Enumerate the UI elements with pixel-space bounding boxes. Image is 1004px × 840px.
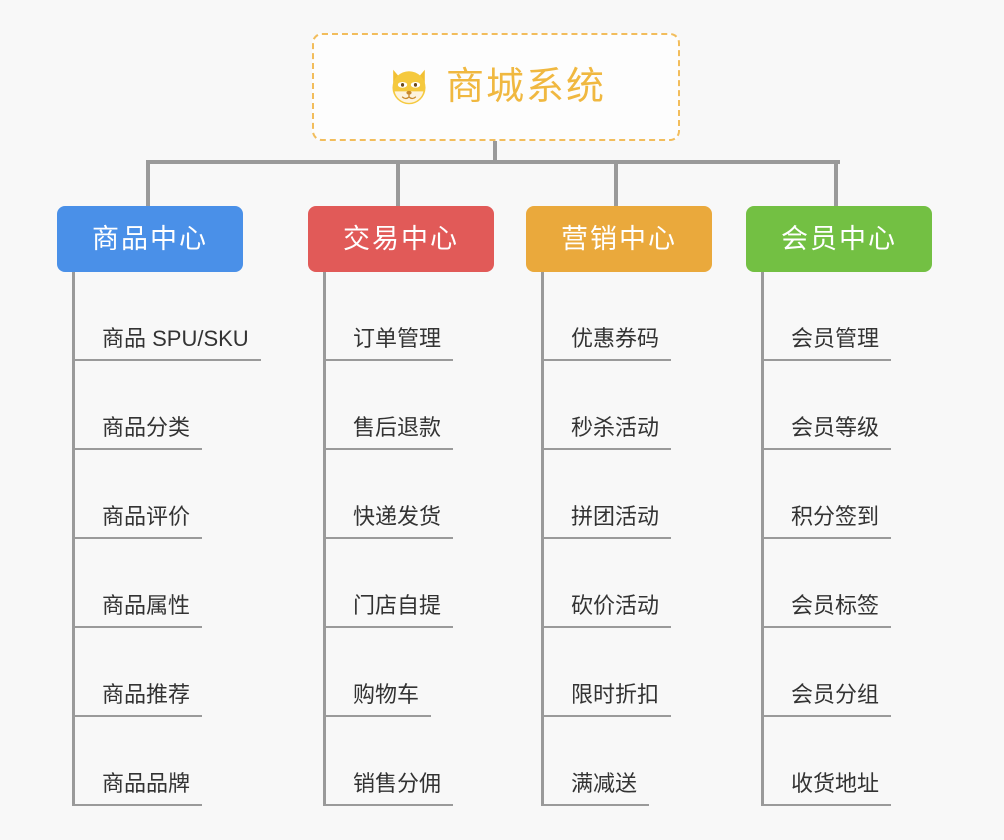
leaf-item[interactable]: 订单管理 [323, 272, 453, 361]
leaf-column-2: 订单管理售后退款快递发货门店自提购物车销售分佣 [323, 272, 453, 806]
leaf-item-underline [541, 537, 671, 539]
leaf-item-underline [541, 715, 671, 717]
leaf-item-underline [323, 448, 453, 450]
leaf-item-label: 优惠券码 [571, 326, 660, 351]
leaf-item-label: 商品属性 [102, 593, 191, 618]
leaf-item[interactable]: 秒杀活动 [541, 361, 671, 450]
leaf-item[interactable]: 优惠券码 [541, 272, 671, 361]
leaf-item-label: 秒杀活动 [571, 415, 660, 440]
branch-node-3[interactable]: 营销中心 [526, 206, 712, 272]
leaf-item-underline [761, 359, 891, 361]
leaf-item[interactable]: 收货地址 [761, 717, 891, 806]
leaf-item-label: 销售分佣 [353, 771, 442, 796]
connector-root-stem [493, 141, 497, 163]
leaf-item-underline [323, 715, 431, 717]
leaf-item[interactable]: 限时折扣 [541, 628, 671, 717]
leaf-item-underline [541, 359, 671, 361]
leaf-column-spine [761, 272, 764, 806]
leaf-item[interactable]: 会员标签 [761, 539, 891, 628]
connector-drop-4 [834, 160, 838, 208]
leaf-item[interactable]: 拼团活动 [541, 450, 671, 539]
leaf-item-label: 售后退款 [353, 415, 442, 440]
leaf-item-label: 满减送 [571, 771, 638, 796]
leaf-item[interactable]: 购物车 [323, 628, 445, 717]
leaf-item[interactable]: 商品品牌 [72, 717, 253, 806]
leaf-column-spine [323, 272, 326, 806]
branch-label: 会员中心 [781, 223, 897, 254]
leaf-item-underline [541, 626, 671, 628]
leaf-item-underline [761, 715, 891, 717]
leaf-item-label: 会员分组 [791, 682, 880, 707]
leaf-item-underline [323, 626, 453, 628]
connector-drop-3 [614, 160, 618, 208]
leaf-item-label: 会员标签 [791, 593, 880, 618]
leaf-item[interactable]: 商品分类 [72, 361, 253, 450]
leaf-item-underline [323, 537, 453, 539]
leaf-item-underline [761, 448, 891, 450]
leaf-item-underline [72, 804, 202, 806]
root-node-shop-system[interactable]: 商城系统 [312, 33, 680, 141]
leaf-item-underline [72, 537, 202, 539]
branch-label: 营销中心 [561, 223, 677, 254]
leaf-item-label: 拼团活动 [571, 504, 660, 529]
leaf-item[interactable]: 商品推荐 [72, 628, 253, 717]
leaf-item-underline [541, 804, 649, 806]
leaf-item-underline [323, 359, 453, 361]
leaf-item[interactable]: 门店自提 [323, 539, 453, 628]
leaf-item-label: 快递发货 [353, 504, 442, 529]
leaf-item[interactable]: 会员等级 [761, 361, 891, 450]
leaf-item-underline [72, 359, 261, 361]
leaf-column-1: 商品 SPU/SKU 商品分类商品评价商品属性商品推荐商品品牌 [72, 272, 261, 806]
leaf-item-label: 商品评价 [102, 504, 191, 529]
leaf-column-3: 优惠券码秒杀活动拼团活动砍价活动限时折扣满减送 [541, 272, 671, 806]
leaf-item-underline [72, 448, 202, 450]
branch-node-2[interactable]: 交易中心 [308, 206, 494, 272]
leaf-column-spine [541, 272, 544, 806]
leaf-item[interactable]: 商品 SPU/SKU [72, 272, 261, 361]
leaf-item-label: 门店自提 [353, 593, 442, 618]
leaf-item[interactable]: 销售分佣 [323, 717, 453, 806]
leaf-item-label: 收货地址 [791, 771, 880, 796]
leaf-item[interactable]: 积分签到 [761, 450, 891, 539]
leaf-item[interactable]: 商品属性 [72, 539, 253, 628]
leaf-item-underline [541, 448, 671, 450]
leaf-item[interactable]: 满减送 [541, 717, 663, 806]
leaf-item-label: 砍价活动 [571, 593, 660, 618]
dog-face-icon [392, 69, 426, 107]
leaf-item-underline [761, 537, 891, 539]
leaf-item-underline [72, 715, 202, 717]
connector-horizontal-bus [148, 160, 840, 164]
leaf-item-label: 商品分类 [102, 415, 191, 440]
leaf-item-label: 购物车 [353, 682, 420, 707]
leaf-item-underline [323, 804, 453, 806]
branch-node-4[interactable]: 会员中心 [746, 206, 932, 272]
leaf-item[interactable]: 会员分组 [761, 628, 891, 717]
connector-drop-1 [146, 160, 150, 208]
leaf-item-label: 订单管理 [353, 326, 442, 351]
root-title: 商城系统 [445, 66, 606, 108]
leaf-item-label: 商品品牌 [102, 771, 191, 796]
branch-label: 交易中心 [343, 223, 459, 254]
connector-drop-2 [396, 160, 400, 208]
leaf-column-4: 会员管理会员等级积分签到会员标签会员分组收货地址 [761, 272, 891, 806]
leaf-item-underline [761, 804, 891, 806]
branch-node-1[interactable]: 商品中心 [57, 206, 243, 272]
branch-label: 商品中心 [92, 223, 208, 254]
leaf-item-label: 限时折扣 [571, 682, 660, 707]
leaf-item[interactable]: 商品评价 [72, 450, 253, 539]
leaf-item-underline [72, 626, 202, 628]
leaf-item-underline [761, 626, 891, 628]
leaf-column-spine [72, 272, 75, 806]
leaf-item[interactable]: 会员管理 [761, 272, 891, 361]
leaf-item-label: 会员管理 [791, 326, 880, 351]
leaf-item-label: 会员等级 [791, 415, 880, 440]
leaf-item[interactable]: 售后退款 [323, 361, 453, 450]
leaf-item[interactable]: 快递发货 [323, 450, 453, 539]
leaf-item-label: 商品推荐 [102, 682, 191, 707]
leaf-item-label: 商品 SPU/SKU [102, 326, 249, 351]
leaf-item-label: 积分签到 [791, 504, 880, 529]
leaf-item[interactable]: 砍价活动 [541, 539, 671, 628]
